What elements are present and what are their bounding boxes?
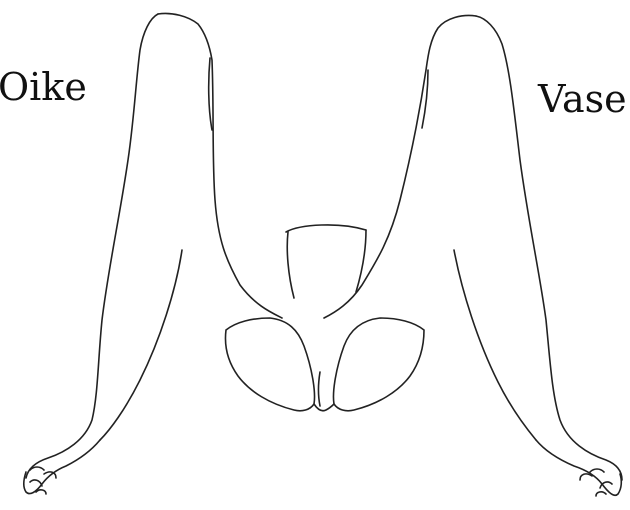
right-side-label: Vase [538,80,627,118]
left-leg-inner-edge [158,13,282,318]
lower-pelvis-curve [314,404,334,411]
right-toes [580,469,612,496]
right-shin-inner-line [454,250,536,440]
right-buttock [333,318,424,411]
left-side-label: Oike [0,68,87,106]
left-shin-inner-line [100,250,182,440]
left-toes [30,467,56,494]
right-foot-outline [536,440,621,495]
right-hip-edge [356,230,366,292]
left-buttock [226,318,315,411]
waist-curve [286,225,366,232]
right-leg-inner-edge [324,16,476,319]
gluteal-cleft [319,372,321,406]
left-hip-edge [287,232,294,298]
